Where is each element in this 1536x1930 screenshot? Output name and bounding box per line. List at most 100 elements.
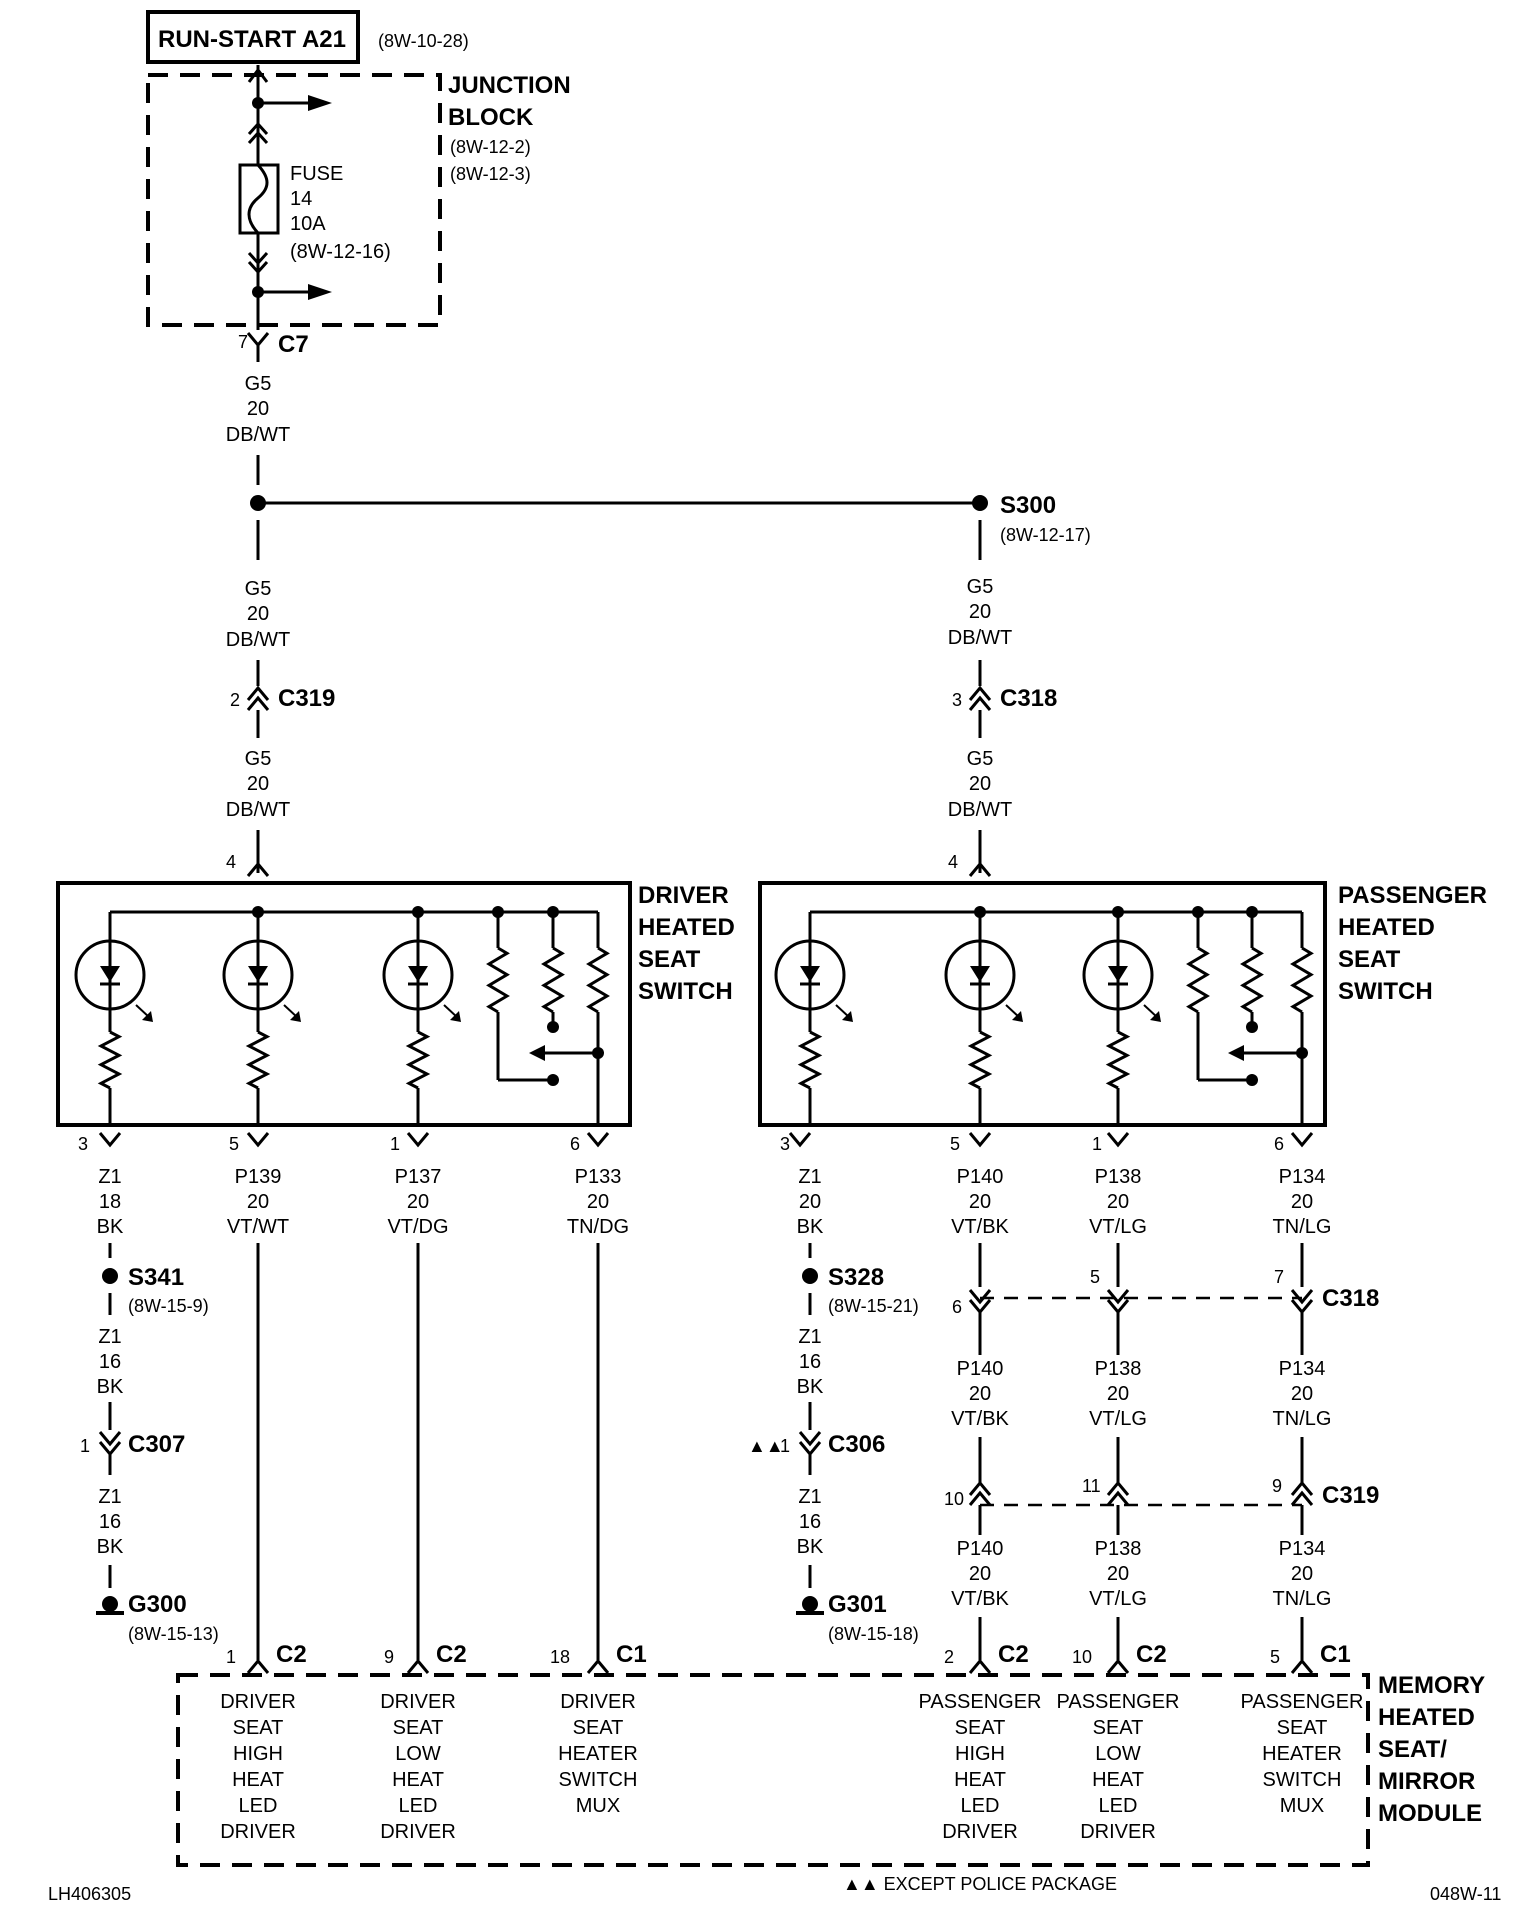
svg-text:P133: P133 [575,1166,622,1188]
svg-text:18: 18 [99,1191,121,1213]
svg-text:P138: P138 [1095,1358,1142,1380]
passenger-switch-title-3: SEAT [1338,946,1401,973]
resistor-icon [541,946,565,1014]
svg-text:HEAT: HEAT [1092,1769,1144,1791]
c318-mid-name: C318 [1322,1285,1379,1312]
svg-text:MUX: MUX [576,1795,620,1817]
svg-text:20: 20 [1107,1563,1129,1585]
module-in-pin-3: 18 [550,1647,570,1667]
svg-text:G5: G5 [245,748,272,770]
module-input-label-6: PASSENGER SEAT HEATER SWITCH MUX [1241,1691,1364,1817]
svg-text:DRIVER: DRIVER [380,1691,456,1713]
resistor-icon [97,1030,123,1090]
module-input-label-3: DRIVER SEAT HEATER SWITCH MUX [558,1691,638,1817]
z1-16-label-right-2: Z1 16 BK [797,1486,824,1558]
module-in-conn-5: C2 [1136,1641,1167,1668]
svg-text:Z1: Z1 [98,1486,121,1508]
g300-ground-icon [96,1596,124,1615]
wire-label-g5-right-2: G5 20 DB/WT [948,748,1012,821]
c319-mid-pin-1: 10 [944,1489,964,1509]
svg-text:P134: P134 [1279,1358,1326,1380]
svg-text:LED: LED [1099,1795,1138,1817]
junction-block-outline [146,73,442,327]
resistor-icon [797,1030,823,1090]
g300-name: G300 [128,1591,187,1618]
svg-text:P140: P140 [957,1358,1004,1380]
junction-block-ref-1: (8W-12-2) [450,137,531,157]
svg-text:20: 20 [247,773,269,795]
c307-pin: 1 [80,1436,90,1456]
svg-text:20: 20 [247,1191,269,1213]
module-in-conn-6: C1 [1320,1641,1351,1668]
svg-text:LED: LED [399,1795,438,1817]
svg-text:SWITCH: SWITCH [1263,1769,1342,1791]
driver-switch-title-3: SEAT [638,946,701,973]
module-in-conn-2: C2 [436,1641,467,1668]
c306-pin: 1 [780,1436,790,1456]
resistor-icon [405,1030,431,1090]
svg-text:P140: P140 [957,1166,1004,1188]
svg-text:16: 16 [99,1351,121,1373]
module-input-label-2: DRIVER SEAT LOW HEAT LED DRIVER [380,1691,456,1843]
svg-text:DB/WT: DB/WT [948,799,1012,821]
s341-ref: (8W-15-9) [128,1296,209,1316]
resistor-icon [1240,946,1264,1014]
c319-left-name: C319 [278,685,335,712]
z1-16-label-left-1: Z1 16 BK [97,1326,124,1398]
svg-text:DB/WT: DB/WT [948,627,1012,649]
svg-text:20: 20 [969,1383,991,1405]
module-in-conn-4: C2 [998,1641,1029,1668]
svg-text:20: 20 [407,1191,429,1213]
svg-text:20: 20 [969,1563,991,1585]
svg-text:20: 20 [969,1191,991,1213]
svg-text:Z1: Z1 [798,1166,821,1188]
svg-text:BK: BK [97,1376,124,1398]
z1-16-label-left-2: Z1 16 BK [97,1486,124,1558]
g300-ref: (8W-15-13) [128,1624,219,1644]
svg-text:PASSENGER: PASSENGER [1241,1691,1364,1713]
svg-text:20: 20 [969,773,991,795]
passenger-out-pin-3: 1 [1092,1134,1102,1154]
svg-text:SEAT: SEAT [1277,1717,1328,1739]
c7-pin: 7 [238,332,248,352]
svg-text:DRIVER: DRIVER [942,1821,1018,1843]
svg-text:DRIVER: DRIVER [1080,1821,1156,1843]
resistor-icon [1186,946,1210,1014]
svg-text:Z1: Z1 [98,1166,121,1188]
c7-name: C7 [278,331,309,358]
c319-connector-icon [246,685,270,711]
svg-text:HEATER: HEATER [1262,1743,1342,1765]
g301-ground-icon [796,1596,824,1615]
wire-label-g5-left-2: G5 20 DB/WT [226,748,290,821]
module-in-pin-2: 9 [384,1647,394,1667]
svg-text:TN/LG: TN/LG [1273,1588,1332,1610]
c306-connector-icon [798,1431,822,1457]
source-ref: (8W-10-28) [378,31,469,51]
s300-ref: (8W-12-17) [1000,525,1091,545]
svg-text:HEAT: HEAT [232,1769,284,1791]
module-in-pin-1: 1 [226,1647,236,1667]
svg-text:SEAT: SEAT [573,1717,624,1739]
module-in-pin-4: 2 [944,1647,954,1667]
svg-text:P134: P134 [1279,1166,1326,1188]
s328-splice-dot [802,1268,818,1284]
memory-module-outline [176,1673,1370,1867]
driver-out-pin-2: 5 [229,1134,239,1154]
svg-text:G5: G5 [245,373,272,395]
source-label-box [146,10,360,64]
svg-text:BK: BK [797,1376,824,1398]
svg-text:LOW: LOW [395,1743,441,1765]
svg-text:DRIVER: DRIVER [560,1691,636,1713]
svg-text:VT/DG: VT/DG [387,1216,448,1238]
c319-left-pin: 2 [230,690,240,710]
driver-switch-title-4: SWITCH [638,978,733,1005]
svg-text:DB/WT: DB/WT [226,424,290,446]
junction-block-ref-2: (8W-12-3) [450,164,531,184]
arrow-icon [529,1045,545,1061]
g301-ref: (8W-15-18) [828,1624,919,1644]
svg-text:LED: LED [961,1795,1000,1817]
svg-text:DB/WT: DB/WT [226,799,290,821]
s341-splice-dot [102,1268,118,1284]
fuse-label-4: (8W-12-16) [290,241,391,263]
